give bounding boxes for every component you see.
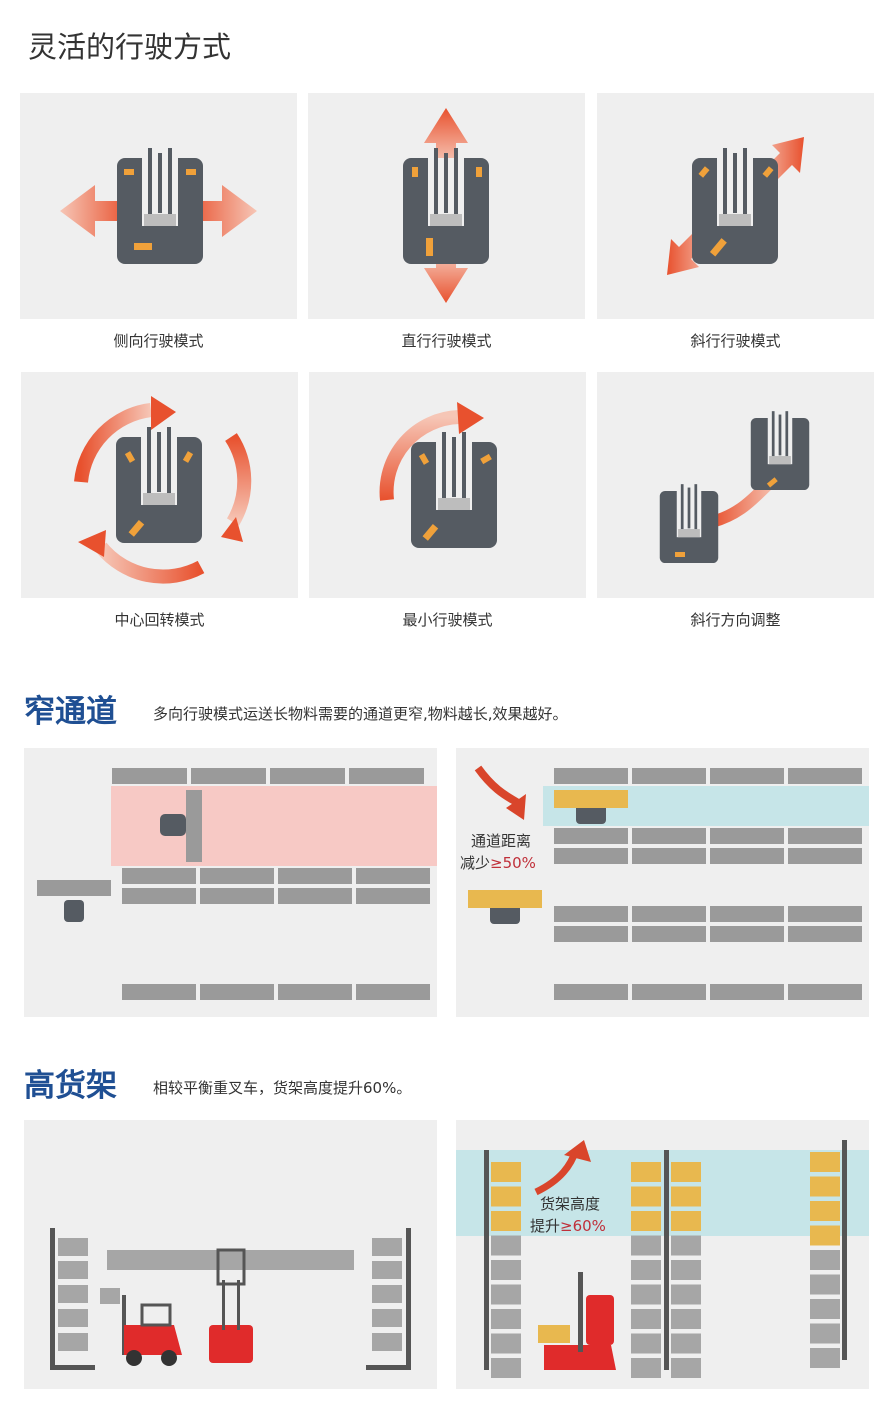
rack-box	[810, 1201, 840, 1221]
rack-box	[671, 1186, 701, 1207]
callout-line1: 通道距离	[471, 832, 532, 850]
rack-box	[671, 1284, 701, 1305]
mode-label: 最小行驶模式	[402, 611, 493, 629]
rack-box	[810, 1250, 840, 1270]
rack-box	[671, 1235, 701, 1256]
mode-label: 中心回转模式	[114, 611, 205, 629]
diagonal-drive-icon	[597, 93, 874, 319]
rack-box	[491, 1260, 521, 1280]
rack-box	[671, 1333, 701, 1354]
counterbalance-rack-diagram	[24, 1120, 437, 1389]
callout-line1: 货架高度	[540, 1195, 601, 1213]
rack-box	[491, 1309, 521, 1329]
rack-box	[491, 1333, 521, 1354]
high-rack-diagram	[456, 1120, 869, 1389]
rack-box	[631, 1333, 661, 1354]
rack-box	[810, 1299, 840, 1319]
rack-box	[631, 1284, 661, 1305]
rack-box	[810, 1225, 840, 1246]
minimum-drive-icon	[309, 372, 586, 598]
callout-value: ≥50%	[490, 854, 536, 872]
rack-box	[491, 1211, 521, 1231]
aisle-reduction-callout: 通道距离 减少≥50%	[460, 830, 536, 874]
callout-prefix: 减少	[460, 854, 491, 872]
rack-height-callout: 货架高度 提升≥60%	[530, 1193, 606, 1237]
high-rack-subtitle: 相较平衡重叉车，货架高度提升60%。	[153, 1079, 412, 1097]
callout-prefix: 提升	[530, 1217, 561, 1235]
rack-box	[631, 1235, 661, 1256]
rack-box	[810, 1152, 840, 1172]
narrow-aisle-title: 窄通道	[24, 694, 117, 730]
rack-box	[810, 1348, 840, 1368]
high-rack-title: 高货架	[24, 1068, 117, 1104]
mode-label: 直行行驶模式	[401, 332, 492, 350]
mode-label: 斜行行驶模式	[690, 332, 781, 350]
rack-box	[631, 1186, 661, 1207]
page-title: 灵活的行驶方式	[28, 30, 232, 64]
narrow-aisle-subtitle: 多向行驶模式运送长物料需要的通道更窄,物料越长,效果越好。	[153, 705, 568, 723]
rack-box	[631, 1358, 661, 1378]
rack-box	[631, 1309, 661, 1329]
rack-box	[631, 1162, 661, 1182]
callout-value: ≥60%	[560, 1217, 606, 1235]
side-drive-icon	[20, 93, 297, 319]
diagonal-adjust-icon	[597, 372, 874, 598]
rack-box	[671, 1162, 701, 1182]
rack-box	[491, 1162, 521, 1182]
center-rotate-icon	[21, 372, 298, 598]
wide-aisle-diagram	[24, 748, 437, 1017]
rack-box	[810, 1176, 840, 1197]
rack-box	[631, 1211, 661, 1231]
rack-box	[491, 1358, 521, 1378]
rack-box	[491, 1284, 521, 1305]
rack-box	[631, 1260, 661, 1280]
rack-box	[671, 1260, 701, 1280]
narrow-aisle-diagram	[456, 748, 869, 1017]
rack-box	[491, 1186, 521, 1207]
rack-box	[671, 1358, 701, 1378]
mode-label: 斜行方向调整	[690, 611, 781, 629]
mode-label: 侧向行驶模式	[113, 332, 204, 350]
rack-box	[491, 1235, 521, 1256]
rack-box	[810, 1323, 840, 1344]
straight-drive-icon	[308, 93, 585, 319]
rack-box	[671, 1211, 701, 1231]
rack-box	[810, 1274, 840, 1295]
rack-box	[671, 1309, 701, 1329]
